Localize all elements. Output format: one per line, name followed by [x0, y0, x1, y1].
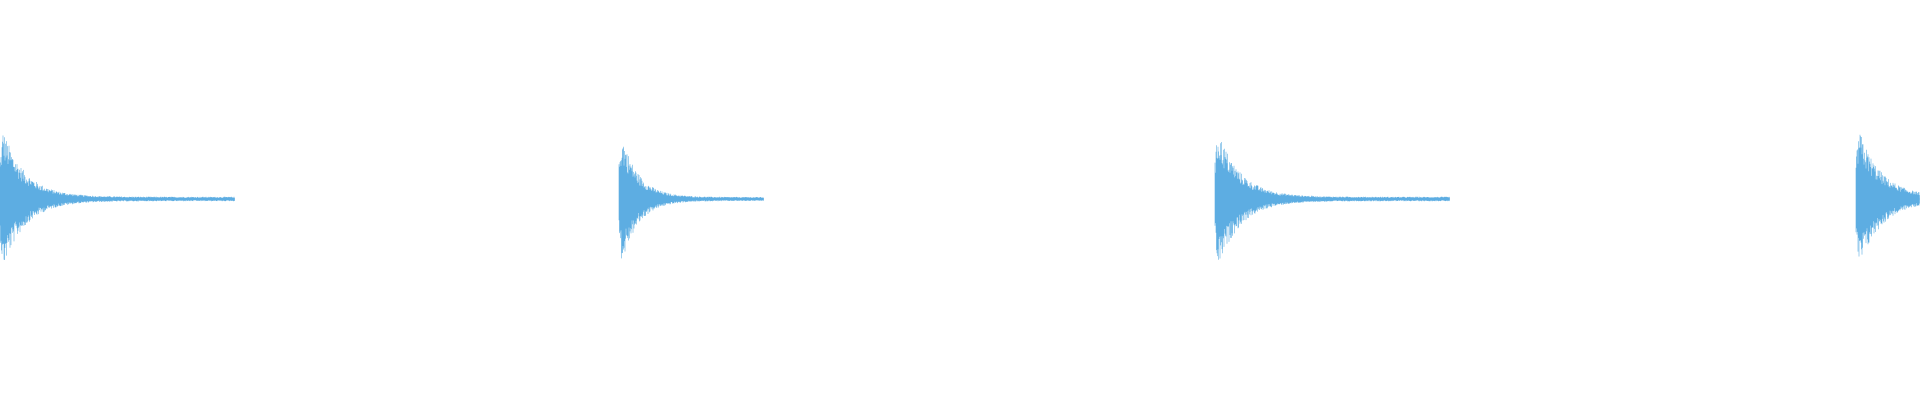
waveform-hit-3: [1214, 142, 1450, 260]
waveform-hit-1: [0, 135, 235, 260]
waveform-hit-4: [1855, 134, 1920, 257]
waveform-group: [0, 134, 1920, 260]
waveform-hit-2: [618, 146, 764, 259]
